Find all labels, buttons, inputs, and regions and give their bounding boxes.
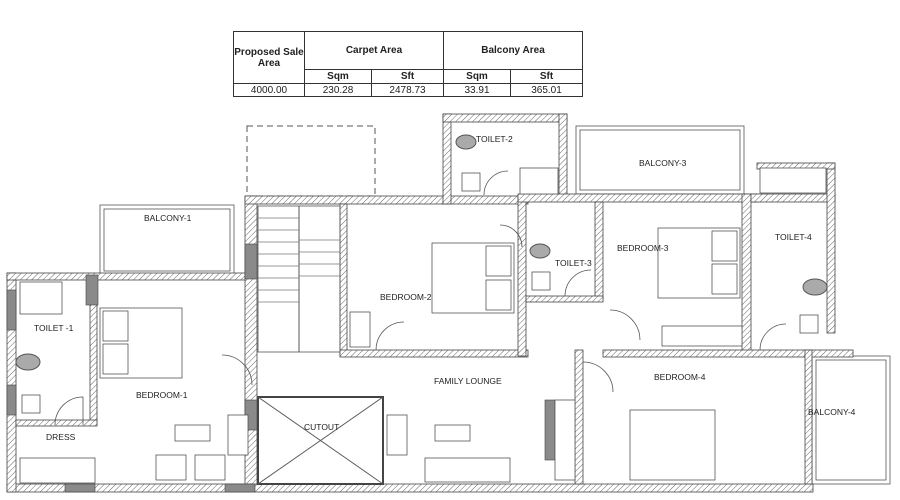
header-carpet-area: Carpet Area (304, 31, 444, 70)
wardrobe-dress (19, 457, 96, 484)
label-balcony-1: BALCONY-1 (144, 213, 192, 223)
label-toilet-2: TOILET-2 (476, 134, 513, 144)
label-dress: DRESS (46, 432, 76, 442)
wardrobe-bedroom-3 (661, 325, 743, 347)
value-carpet-sqm: 230.28 (304, 83, 372, 97)
open-to-sky-outline (246, 125, 376, 197)
cutout-area (257, 396, 384, 485)
wc-toilet-3 (529, 243, 551, 259)
value-proposed-sale-area: 4000.00 (233, 83, 305, 97)
staircase (257, 205, 341, 353)
wc-toilet-1 (15, 353, 41, 371)
door-swings (54, 170, 787, 426)
wardrobe-bedroom-2 (349, 311, 371, 348)
wc-toilet-4 (802, 278, 828, 296)
label-toilet-4: TOILET-4 (775, 232, 812, 242)
walls (6, 113, 854, 493)
label-cutout: CUTOUT (304, 422, 339, 432)
bed-bedroom-4 (629, 409, 716, 481)
wc-toilet-2 (455, 134, 477, 150)
label-bedroom-2: BEDROOM-2 (380, 292, 432, 302)
label-bedroom-3: BEDROOM-3 (617, 243, 669, 253)
label-toilet-3: TOILET-3 (555, 258, 592, 268)
sofa (424, 457, 511, 483)
header-balcony-area: Balcony Area (443, 31, 583, 70)
value-balcony-sqm: 33.91 (443, 83, 511, 97)
label-family-lounge: FAMILY LOUNGE (434, 376, 502, 386)
header-proposed-sale-area: Proposed Sale Area (233, 31, 305, 84)
furniture (15, 134, 828, 484)
label-bedroom-4: BEDROOM-4 (654, 372, 706, 382)
label-balcony-3: BALCONY-3 (639, 158, 687, 168)
label-balcony-4: BALCONY-4 (808, 407, 856, 417)
label-bedroom-1: BEDROOM-1 (136, 390, 188, 400)
label-toilet-1: TOILET -1 (34, 323, 74, 333)
value-balcony-sft: 365.01 (510, 83, 583, 97)
wardrobe-bedroom-4 (554, 399, 576, 481)
area-table: Proposed Sale Area Carpet Area Balcony A… (233, 31, 583, 97)
